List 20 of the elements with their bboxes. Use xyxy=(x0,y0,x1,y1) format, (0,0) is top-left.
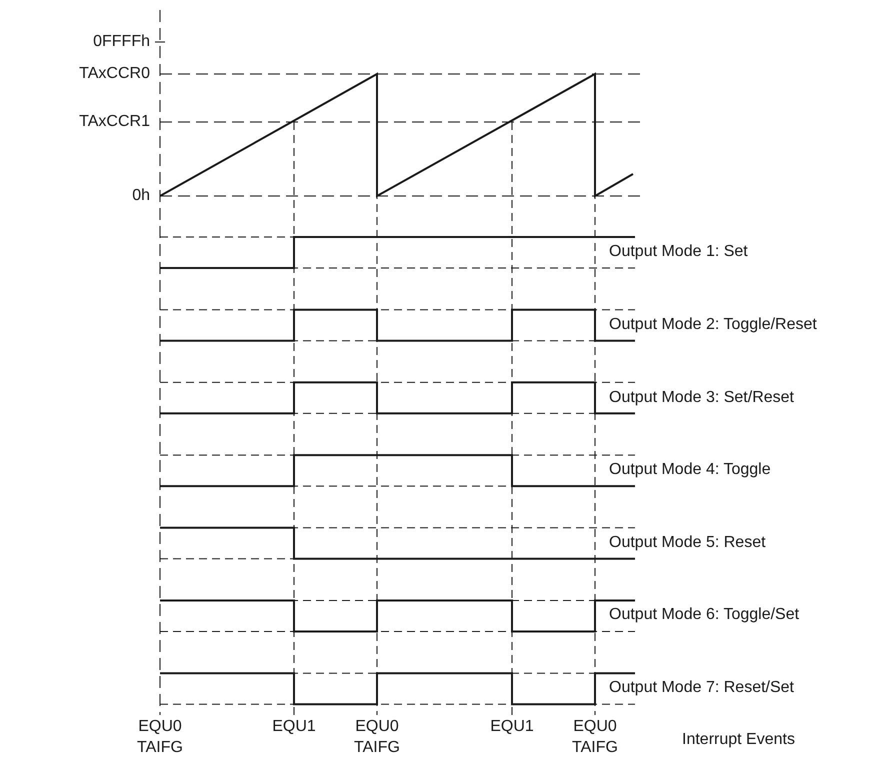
signal-label: 0FFFFh xyxy=(93,32,150,52)
signal-label: EQU0 xyxy=(355,717,399,737)
signal-label: Output Mode 1: Set xyxy=(609,242,748,262)
signal-label: TAxCCR1 xyxy=(79,112,150,132)
signal-label: 0h xyxy=(132,186,150,206)
signal-label: Interrupt Events xyxy=(682,730,795,750)
signal-label: EQU0 xyxy=(138,717,182,737)
signal-label: Output Mode 2: Toggle/Reset xyxy=(609,315,817,335)
signal-label: Output Mode 7: Reset/Set xyxy=(609,678,794,698)
signal-label: TAIFG xyxy=(572,738,618,758)
signal-label: Output Mode 3: Set/Reset xyxy=(609,388,794,408)
signal-label: EQU1 xyxy=(490,717,534,737)
signal-label: EQU1 xyxy=(272,717,316,737)
signal-label: TAIFG xyxy=(137,738,183,758)
signal-label: Output Mode 6: Toggle/Set xyxy=(609,605,800,625)
signal-label: Output Mode 4: Toggle xyxy=(609,460,771,480)
signal-label: TAxCCR0 xyxy=(79,64,150,84)
signal-label: TAIFG xyxy=(354,738,400,758)
signal-label: EQU0 xyxy=(573,717,617,737)
signal-label: Output Mode 5: Reset xyxy=(609,533,766,553)
